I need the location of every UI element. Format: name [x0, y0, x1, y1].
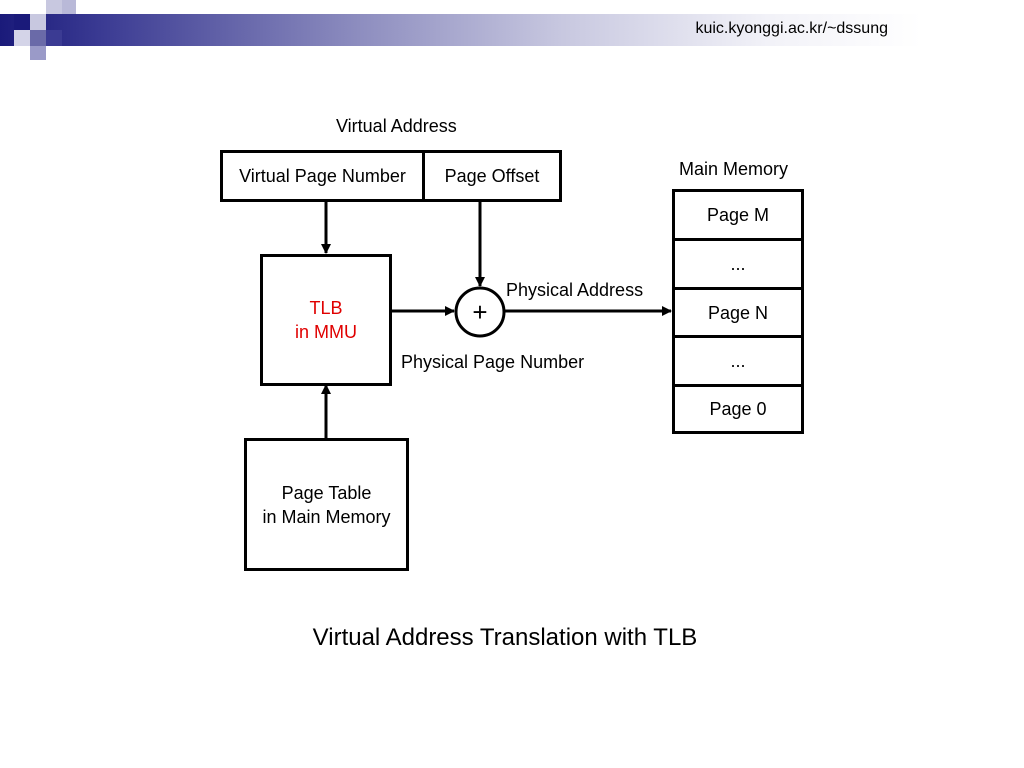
header-gradient-bar: [0, 14, 1024, 46]
page-table-title: Page Table: [281, 482, 372, 503]
page-table-box: Page Table in Main Memory: [244, 438, 409, 571]
logo-square-mid: [30, 46, 46, 60]
logo-square-light: [46, 0, 62, 14]
page-offset-text: Page Offset: [444, 166, 540, 186]
memory-page-label: ...: [730, 351, 746, 371]
memory-page-gap-upper: ...: [672, 238, 804, 290]
logo-square-dark: [14, 14, 30, 30]
memory-page-label: Page 0: [709, 399, 767, 419]
logo-square-dark: [46, 30, 62, 46]
main-memory-label: Main Memory: [679, 159, 789, 179]
physical-address-label: Physical Address: [506, 280, 644, 300]
memory-page-label: Page M: [706, 205, 770, 225]
memory-page-gap-lower: ...: [672, 335, 804, 387]
tlb-title: TLB: [309, 298, 343, 318]
logo-square-mid: [62, 0, 76, 14]
logo-square-mid: [30, 30, 46, 46]
adder-symbol: +: [472, 297, 488, 327]
logo-square-light: [30, 14, 46, 30]
tlb-box: TLB in MMU: [260, 254, 392, 386]
memory-page-n: Page N: [672, 287, 804, 338]
adder-circle: [454, 286, 506, 338]
page-table-subtitle: in Main Memory: [262, 506, 391, 527]
memory-page-0: Page 0: [672, 384, 804, 434]
slide-caption: Virtual Address Translation with TLB: [312, 624, 698, 651]
logo-square-light: [14, 30, 30, 46]
virtual-page-number-box: Virtual Page Number: [220, 150, 425, 202]
memory-page-m: Page M: [672, 189, 804, 241]
virtual-page-number-text: Virtual Page Number: [239, 166, 406, 186]
page-offset-box: Page Offset: [422, 150, 562, 202]
memory-page-label: Page N: [707, 302, 769, 323]
virtual-address-label: Virtual Address: [336, 116, 457, 136]
tlb-subtitle: in MMU: [295, 322, 357, 342]
memory-page-label: ...: [730, 254, 746, 274]
physical-page-number-label: Physical Page Number: [401, 352, 585, 372]
site-url: kuic.kyonggi.ac.kr/~dssung: [695, 20, 888, 37]
